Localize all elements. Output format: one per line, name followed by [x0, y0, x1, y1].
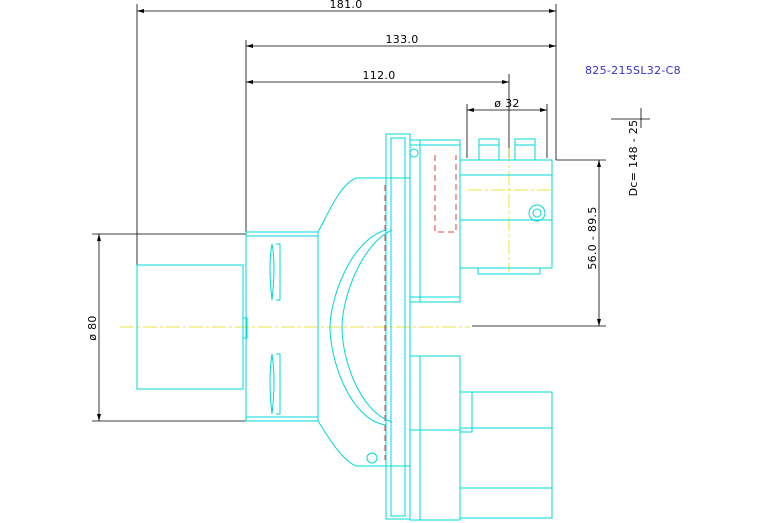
part-outline	[136, 133, 553, 521]
hidden-lines	[384, 155, 457, 460]
dimension-arrows	[97, 9, 601, 421]
dimension-lines	[92, 4, 650, 422]
dim-center-height: 56.0 - 89.5	[586, 206, 599, 269]
centerlines	[120, 148, 552, 328]
part-code-label: 825-215SL32-C8	[585, 64, 681, 77]
dim-shank-diameter: ø 80	[86, 315, 99, 340]
dim-cutting-diameter: Dc= 148 - 25	[627, 120, 640, 197]
dim-gauge-length: 112.0	[363, 69, 396, 82]
dim-overall-length: 181.0	[330, 0, 363, 11]
dim-flange-length: 133.0	[386, 33, 419, 46]
dim-bore-diameter: ø 32	[494, 97, 519, 110]
